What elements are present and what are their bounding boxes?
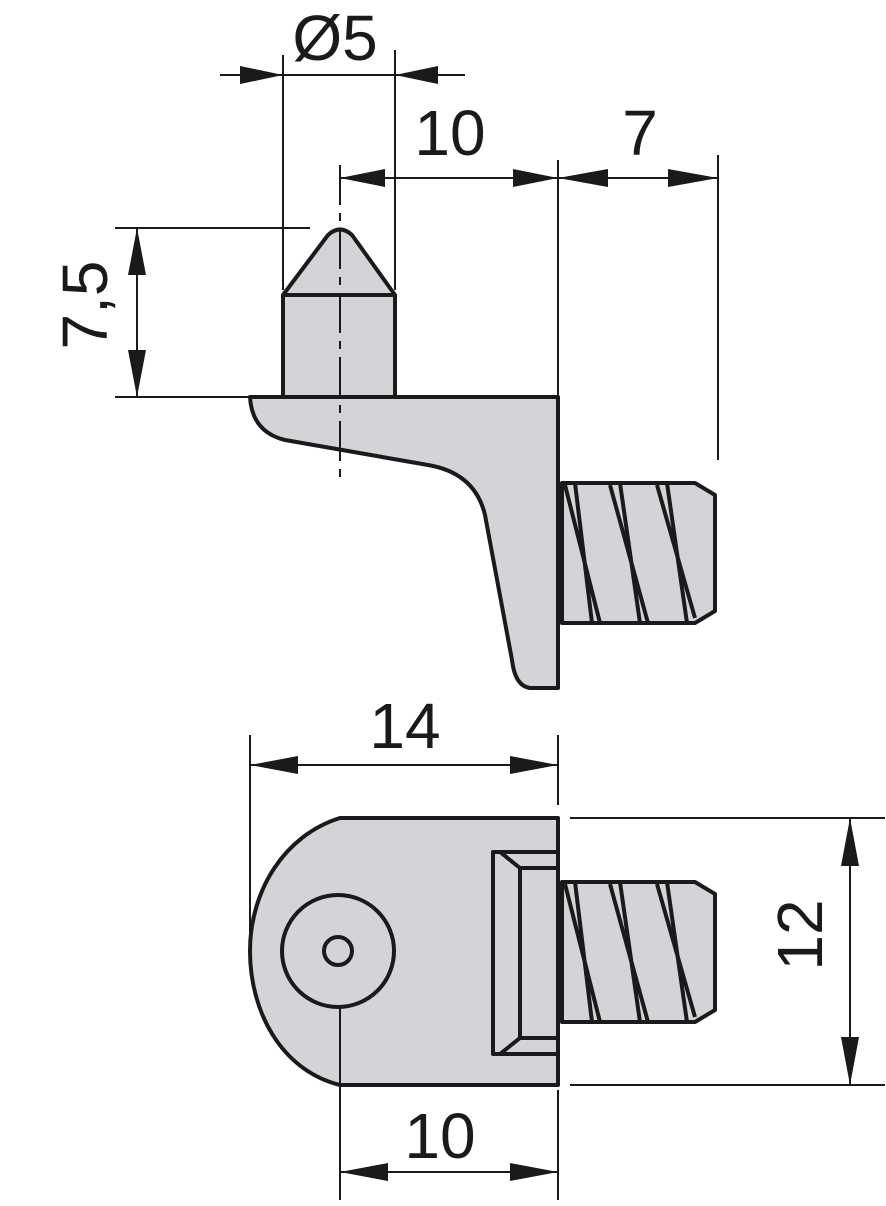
bracket-body <box>248 395 560 690</box>
bracket-top <box>248 816 560 1087</box>
label-hole-offset: 10 <box>404 1100 475 1172</box>
dimension-total-length: 14 <box>250 690 558 774</box>
screw-thread-top <box>560 880 717 1024</box>
label-pin-diameter: Ø5 <box>292 2 377 74</box>
side-view: Ø5 10 7 7,5 <box>49 2 719 690</box>
label-width: 12 <box>764 899 836 970</box>
dimension-screw-length: 7 <box>558 97 718 187</box>
dimension-pin-height: 7,5 <box>49 228 146 397</box>
hole-inner <box>322 935 354 967</box>
dimension-width: 12 <box>764 818 859 1085</box>
label-pin-height: 7,5 <box>49 261 121 350</box>
dimension-pin-diameter: Ø5 <box>220 2 465 84</box>
label-pin-offset: 10 <box>414 97 485 169</box>
label-total-length: 14 <box>369 690 440 762</box>
dimension-hole-offset: 10 <box>340 1100 558 1181</box>
label-screw-length: 7 <box>622 97 658 169</box>
dimension-pin-offset: 10 <box>340 97 718 187</box>
screw-thread-side <box>560 481 717 625</box>
hole-outer <box>280 893 396 1009</box>
top-view: 14 12 10 <box>248 690 885 1200</box>
